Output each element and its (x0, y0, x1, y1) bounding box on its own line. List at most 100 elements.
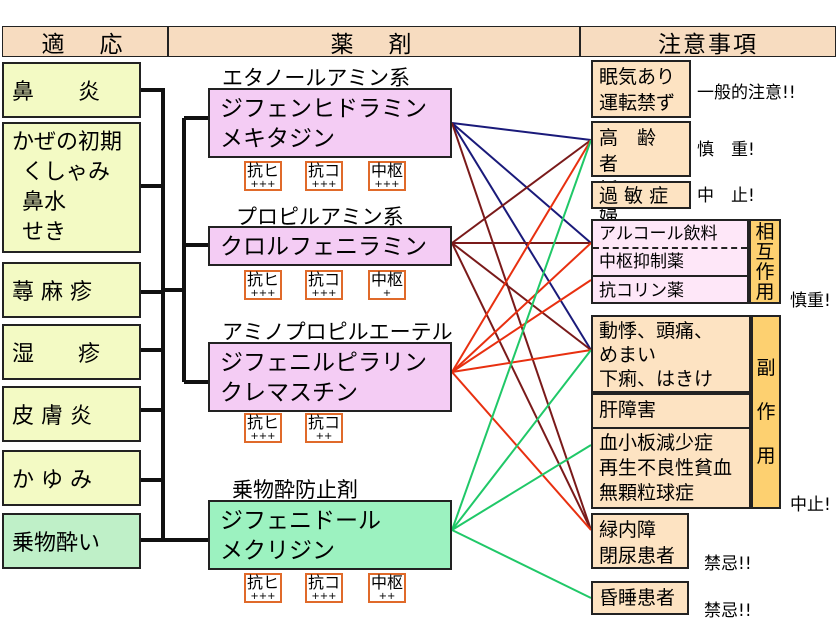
badge-name: 抗ヒ (246, 412, 279, 432)
contra-line: 閉尿患者 (599, 545, 676, 567)
side-effect-common: 動悸、頭痛、 めまい 下痢、はきけ (591, 315, 751, 393)
badge-name: 抗ヒ (246, 572, 279, 592)
badge-name: 抗ヒ (246, 160, 279, 180)
caution-line: 高 齢 者 (599, 127, 676, 175)
indication-dermatitis: 皮 膚 炎 (2, 386, 141, 442)
indication-cold: かぜの初期 くしゃみ 鼻水 せき (2, 122, 141, 253)
indication-cold-line: 鼻水 (22, 189, 67, 215)
note-side-stop: 中止! (790, 495, 831, 515)
header-indication: 適 応 (2, 26, 168, 58)
label-char: 作 (755, 260, 775, 283)
side-line: めまい (599, 344, 657, 366)
side-line: 血小板減少症 (599, 432, 714, 454)
drug-box-propylamine: クロルフェニラミン (208, 226, 452, 266)
drug-box-ethanolamine: ジフェンヒドラミン メキタジン (208, 88, 452, 158)
drug-name: クレマスチン (220, 380, 358, 406)
badge-cns: 中枢++ (368, 573, 406, 603)
drug-name: クロルフェニラミン (220, 234, 427, 260)
drug-name: メクリジン (220, 538, 335, 564)
header-caution: 注意事項 (580, 26, 836, 58)
indication-rhinitis: 鼻 炎 (2, 62, 141, 118)
badge-level: +++ (250, 178, 276, 190)
drug-class-antiemetic: 乗物酔防止剤 (232, 478, 358, 502)
drug-box-antiemetic: ジフェニドール メクリジン (208, 500, 452, 570)
side-line: 動悸、頭痛、 (599, 320, 714, 342)
drug-name: ジフェンヒドラミン (220, 96, 427, 122)
badge-level: +++ (250, 430, 276, 442)
drug-class-ethanolamine: エタノールアミン系 (222, 66, 410, 90)
label-char: 作 (756, 401, 776, 423)
badge-anticholinergic: 抗コ+++ (305, 161, 343, 191)
header-drug: 薬 剤 (168, 26, 580, 58)
badge-antihistamine: 抗ヒ+++ (244, 413, 282, 443)
badge-level: +++ (250, 590, 276, 602)
caution-drowsy: 眠気あり 運転禁ず (591, 60, 691, 118)
drug-name: ジフェニルピラリン (220, 350, 427, 376)
side-line: 再生不良性貧血 (599, 457, 733, 479)
interaction-anticholinergic: 抗コリン薬 (599, 281, 684, 301)
interaction-alcohol: アルコール飲料 (593, 221, 747, 249)
interaction-label: 相 互 作 用 (749, 219, 781, 304)
drug-class-aminopropylether: アミノプロピルエーテル (222, 320, 453, 344)
label-char: 相 (755, 220, 775, 243)
side-line: 無顆粒球症 (599, 482, 695, 504)
indication-cold-line: くしゃみ (22, 159, 111, 185)
badge-level: ++ (315, 430, 333, 442)
drug-name: メキタジン (220, 126, 335, 152)
caution-line: 運転禁ず (599, 92, 676, 114)
badge-name: 抗ヒ (246, 269, 279, 289)
drug-box-aminopropylether: ジフェニルピラリン クレマスチン (208, 342, 452, 412)
label-char: 用 (756, 445, 776, 467)
note-interaction: 慎重! (790, 291, 831, 311)
contra-line: 緑内障 (599, 519, 657, 541)
side-effect-blood: 血小板減少症 再生不良性貧血 無顆粒球症 (591, 427, 751, 509)
badge-name: 中枢 (370, 269, 403, 289)
indication-eczema: 湿 疹 (2, 324, 141, 380)
caution-allergy: 過 敏 症 (591, 181, 691, 209)
badge-level: +++ (311, 590, 337, 602)
label-char: 互 (755, 240, 775, 263)
badge-name: 抗コ (307, 160, 340, 180)
badge-level: +++ (311, 178, 337, 190)
label-char: 副 (756, 357, 776, 379)
side-line: 下痢、はきけ (599, 368, 714, 390)
badge-cns: 中枢+++ (368, 161, 406, 191)
indication-urticaria: 蕁 麻 疹 (2, 262, 141, 318)
badge-name: 抗コ (307, 269, 340, 289)
indication-motion-sickness: 乗物酔い (2, 513, 141, 569)
drug-name: ジフェニドール (220, 508, 381, 534)
badge-name: 抗コ (307, 572, 340, 592)
note-stop: 中 止! (697, 186, 755, 206)
note-contraindicated: 禁忌!! (704, 554, 752, 574)
label-char: 用 (755, 280, 775, 303)
contraindication-coma: 昏睡患者 (591, 581, 689, 615)
note-general: 一般的注意!! (697, 83, 796, 103)
badge-name: 抗コ (307, 412, 340, 432)
caution-elderly: 高 齢 者 妊 婦 (591, 121, 691, 227)
interaction-box: アルコール飲料 中枢抑制薬 抗コリン薬 (591, 219, 749, 304)
side-effect-label: 副 作 用 (751, 315, 781, 509)
badge-name: 中枢 (370, 572, 403, 592)
badge-anticholinergic: 抗コ+++ (305, 270, 343, 300)
badge-level: +++ (311, 287, 337, 299)
contraindication-glaucoma: 緑内障 閉尿患者 (591, 513, 689, 569)
indication-cold-line: かぜの初期 (12, 129, 123, 155)
drug-class-propylamine: プロピルアミン系 (236, 205, 404, 229)
caution-line: 眠気あり (599, 66, 676, 88)
badge-name: 中枢 (370, 160, 403, 180)
badge-level: +++ (374, 178, 400, 190)
badge-level: ++ (378, 590, 396, 602)
badge-level: + (382, 287, 392, 299)
side-effect-liver: 肝障害 (591, 393, 751, 429)
badge-level: +++ (250, 287, 276, 299)
note-contraindicated: 禁忌!! (704, 601, 752, 621)
indication-cold-line: せき (22, 219, 67, 245)
indication-itch: か ゆ み (2, 450, 141, 506)
note-caution: 慎 重! (697, 140, 755, 160)
badge-antihistamine: 抗ヒ+++ (244, 270, 282, 300)
badge-antihistamine: 抗ヒ+++ (244, 573, 282, 603)
interaction-cns-depressant: 中枢抑制薬 (593, 249, 747, 277)
badge-anticholinergic: 抗コ++ (305, 413, 343, 443)
badge-antihistamine: 抗ヒ+++ (244, 161, 282, 191)
